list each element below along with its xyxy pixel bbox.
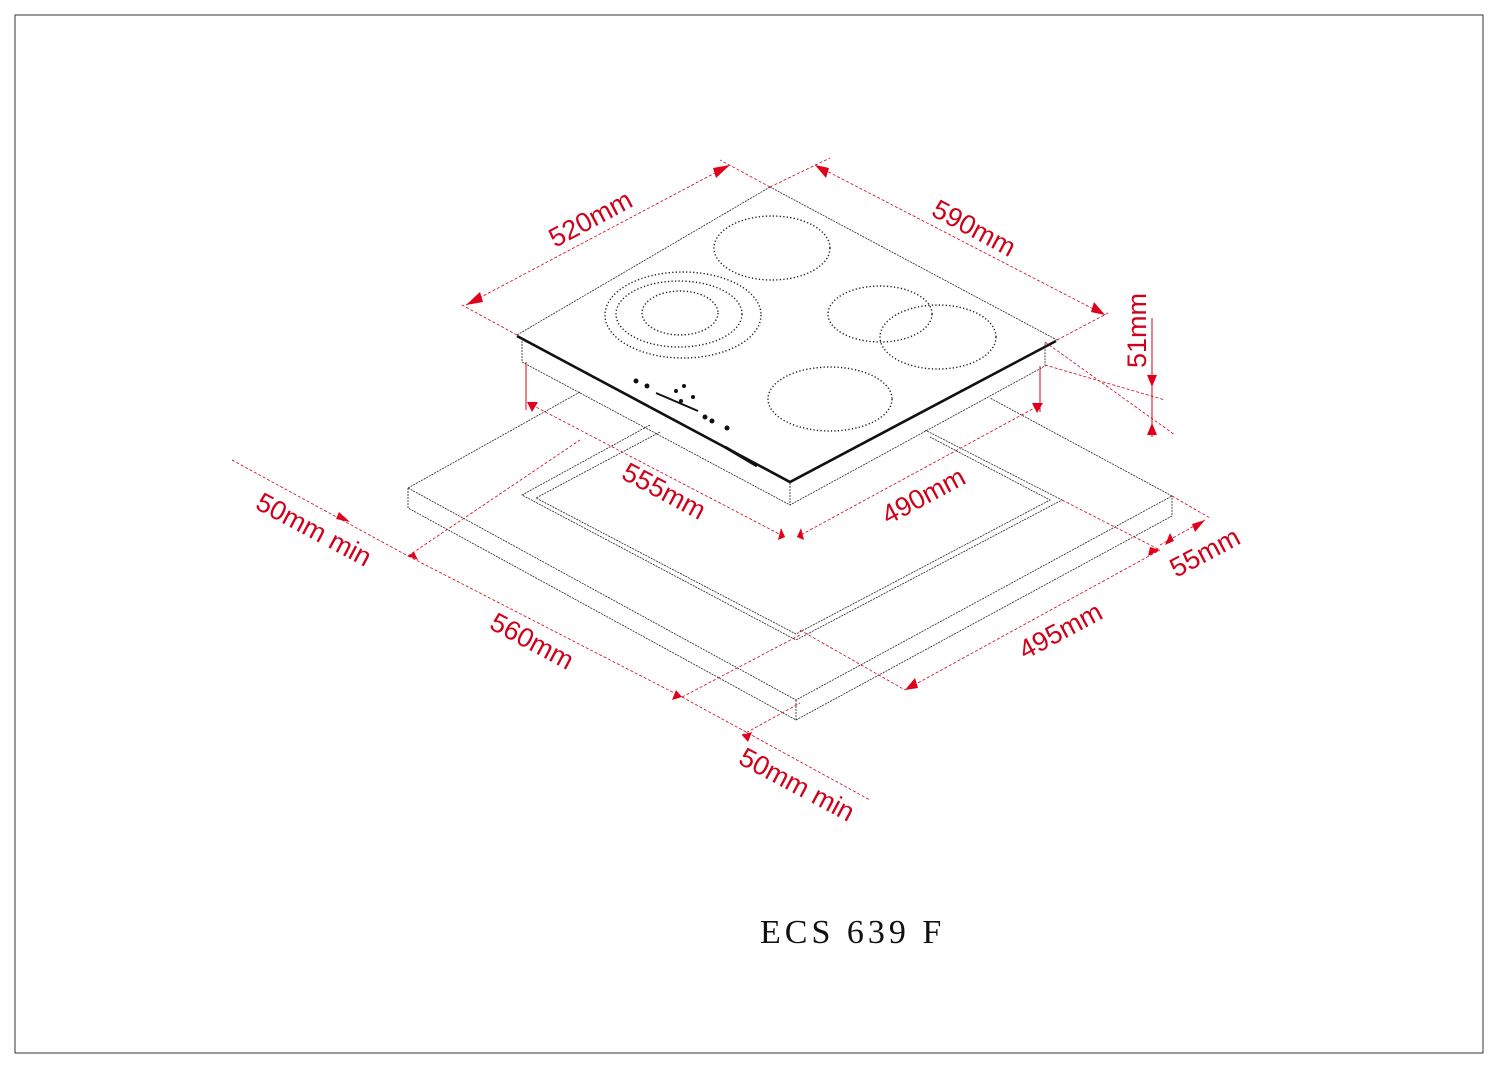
cooking-zone-front-left-outer — [604, 271, 762, 359]
drawing-frame — [14, 14, 1484, 1054]
model-title: ECS 639 F — [760, 914, 945, 951]
dim-hob-height: 51mm — [1122, 293, 1152, 368]
touch-controls — [633, 378, 758, 468]
cooking-zone-back-right — [827, 285, 933, 343]
dim-hob-depth: 520mm — [544, 185, 638, 254]
cooking-zone-back-left — [713, 215, 831, 281]
cooking-zone-front-right — [767, 366, 893, 432]
dim-clearance-front: 50mm min — [734, 742, 859, 828]
dim-cutout-depth: 490mm — [877, 462, 971, 531]
dimension-arrows — [336, 165, 1205, 742]
dim-clearance-left: 50mm min — [251, 487, 376, 573]
dim-cutout-width: 555mm — [617, 457, 711, 526]
cooking-zone-front-left-middle — [615, 280, 743, 348]
dimension-lines — [231, 157, 1211, 801]
cooking-zone-front-left-inner — [641, 290, 719, 336]
dim-edge-offset: 55mm — [1165, 522, 1245, 584]
cooking-zone-oval — [879, 304, 997, 370]
dim-hob-width: 590mm — [927, 194, 1021, 263]
worktop — [407, 391, 1173, 721]
hob — [516, 186, 1058, 506]
dimension-labels: 520mm 590mm 51mm 555mm 490mm 50mm min 56… — [251, 185, 1245, 828]
dim-worktop-depth: 495mm — [1014, 597, 1108, 666]
worktop-cutout — [521, 424, 1063, 641]
dim-worktop-width: 560mm — [485, 607, 579, 676]
